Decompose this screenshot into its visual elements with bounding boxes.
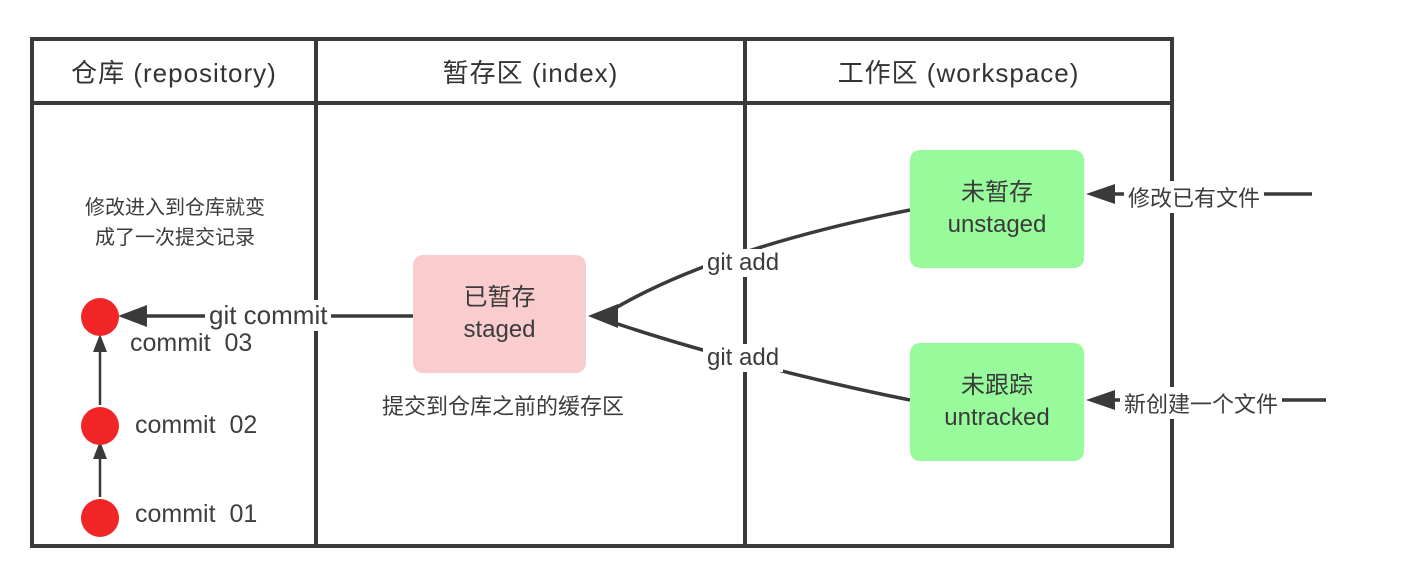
header-repository: 仓库 (repository) [71,57,277,88]
commit-label-03: commit 03 [130,329,253,357]
column-divider-2 [743,37,747,548]
commit-label-02: commit 02 [135,411,258,439]
create-new-arrowhead [1086,390,1115,410]
staged-box: 已暂存 staged [413,255,586,373]
unstaged-box: 未暂存 unstaged [910,150,1084,268]
git-commit-arrowhead [118,305,147,327]
column-divider-1 [314,37,318,548]
commit-node-02 [81,407,119,445]
git-add-upper-curve [611,208,911,312]
header-index: 暂存区 (index) [442,57,619,88]
header-workspace: 工作区 (workspace) [837,57,1080,88]
header-divider-line [30,101,1174,105]
git-add-upper-label: git add [703,249,784,277]
repository-note: 修改进入到仓库就变 成了一次提交记录 [85,197,265,249]
modify-existing-label: 修改已有文件 [1124,181,1265,213]
git-commit-label: git commit [205,300,332,331]
staged-caption: 提交到仓库之前的缓存区 [381,394,624,419]
commit-node-03 [81,298,119,336]
table-outer-border [30,37,1174,548]
commit-label-01: commit 01 [135,500,258,528]
git-add-arrowhead [588,304,618,328]
modify-existing-arrowhead [1086,184,1115,204]
commit02-to-commit03-arrowhead [93,334,107,352]
git-add-lower-label: git add [703,344,784,372]
create-new-label: 新创建一个文件 [1120,387,1283,419]
commit-node-01 [81,499,119,537]
untracked-box: 未跟踪 untracked [910,343,1084,461]
commit01-to-commit02-arrowhead [93,441,107,459]
